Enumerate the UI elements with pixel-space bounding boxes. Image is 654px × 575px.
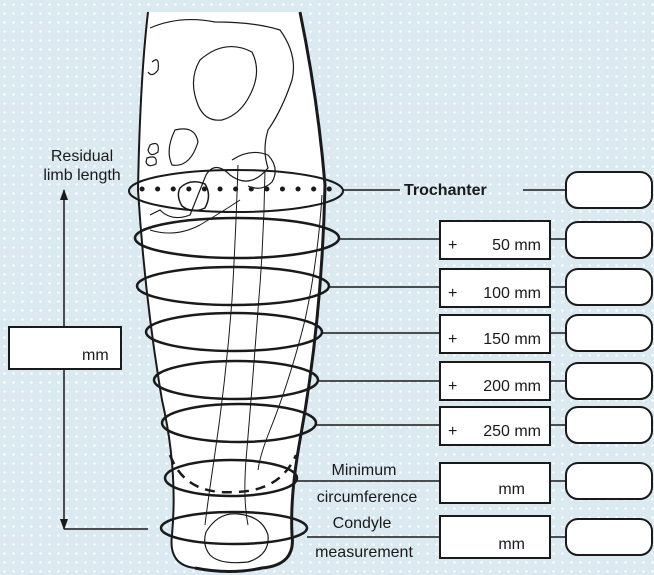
residual-limb-label: Residual limb length — [22, 147, 142, 185]
trochanter-result-field[interactable] — [565, 171, 653, 209]
measurement-value: 100 mm — [483, 285, 541, 303]
limb-silhouette — [138, 12, 325, 572]
result-field-250[interactable] — [565, 406, 653, 444]
condyle-measurement-label-line1: Condyle — [316, 514, 408, 533]
trochanter-label: Trochanter — [404, 181, 487, 200]
measurement-field-condyle[interactable]: mm — [439, 515, 551, 559]
minimum-circumference-label-line2: circumference — [298, 488, 436, 507]
measurement-value: 150 mm — [483, 331, 541, 349]
dimension-arrow-top — [60, 189, 68, 200]
measurement-field-250[interactable]: + 250 mm — [439, 406, 551, 446]
measurement-value: mm — [498, 536, 525, 554]
result-field-minimum[interactable] — [565, 462, 653, 500]
measurement-prefix: + — [448, 285, 457, 303]
measurement-value: 250 mm — [483, 423, 541, 441]
result-field-condyle[interactable] — [565, 518, 653, 556]
measurement-prefix: + — [448, 423, 457, 441]
residual-limb-length-field[interactable]: mm — [8, 326, 122, 370]
result-field-150[interactable] — [565, 314, 653, 352]
measurement-value: mm — [498, 481, 525, 499]
result-field-100[interactable] — [565, 268, 653, 306]
measurement-field-200[interactable]: + 200 mm — [439, 361, 551, 401]
result-field-50[interactable] — [565, 221, 653, 259]
measurement-field-minimum[interactable]: mm — [439, 462, 551, 504]
measurement-prefix: + — [448, 378, 457, 396]
measurement-value: 50 mm — [492, 237, 541, 255]
measurement-prefix: + — [448, 237, 457, 255]
condyle-measurement-label-line2: measurement — [298, 543, 430, 562]
measurement-field-50[interactable]: + 50 mm — [439, 220, 551, 260]
measurement-field-150[interactable]: + 150 mm — [439, 314, 551, 354]
residual-limb-unit: mm — [82, 347, 109, 365]
residual-limb-label-line1: Residual — [22, 147, 142, 166]
residual-limb-label-line2: limb length — [22, 166, 142, 185]
minimum-circumference-label-line1: Minimum — [318, 461, 410, 480]
measurement-prefix: + — [448, 331, 457, 349]
measurement-value: 200 mm — [483, 378, 541, 396]
result-field-200[interactable] — [565, 362, 653, 400]
measurement-field-100[interactable]: + 100 mm — [439, 268, 551, 308]
